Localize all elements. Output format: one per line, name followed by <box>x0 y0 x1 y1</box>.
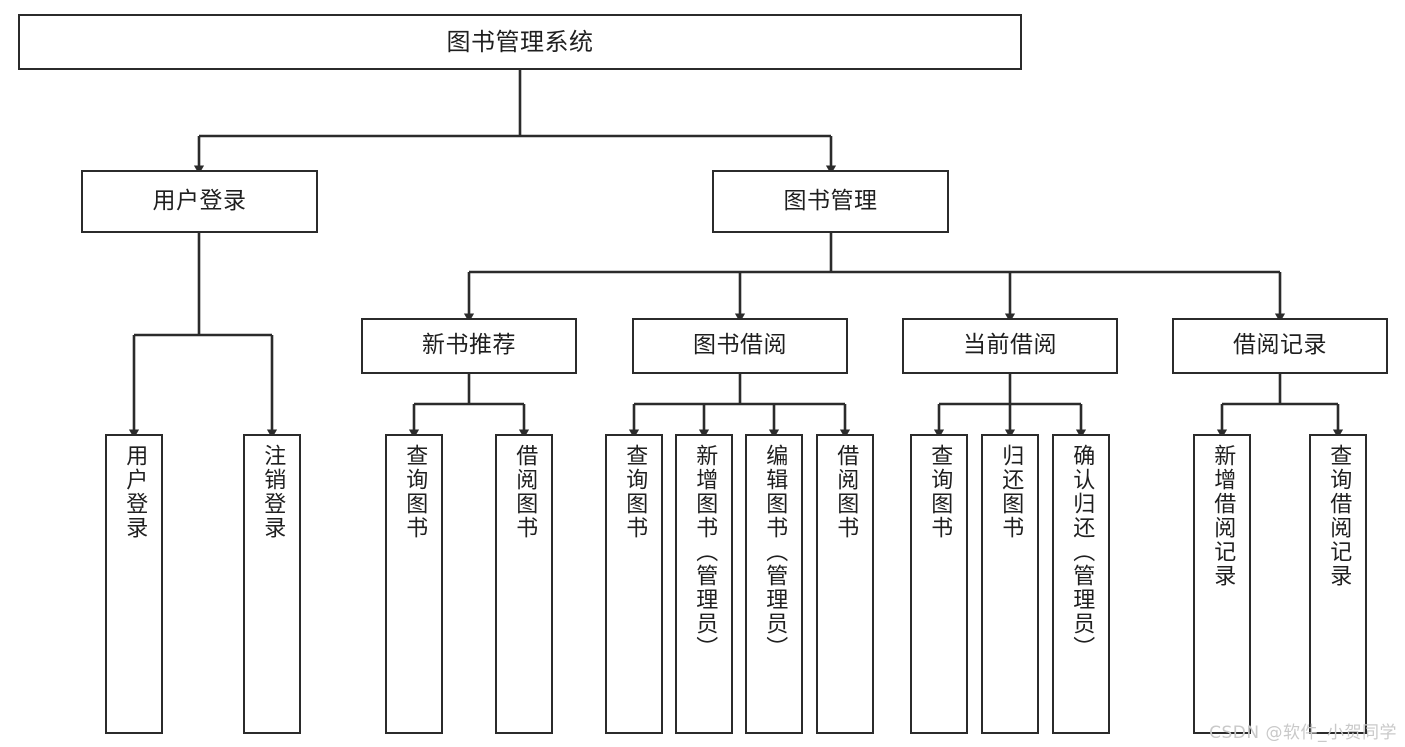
node-leaf-query-book-2-label: 查询图书 <box>622 444 648 540</box>
node-leaf-borrow-book-1[interactable]: 借阅图书 <box>495 434 553 734</box>
node-book-manage[interactable]: 图书管理 <box>712 170 949 233</box>
node-new-book-rec[interactable]: 新书推荐 <box>361 318 577 374</box>
node-book-borrow-label: 图书借阅 <box>693 332 787 359</box>
node-root-label: 图书管理系统 <box>446 27 594 56</box>
csdn-watermark: CSDN @软件_小贺同学 <box>1209 723 1397 743</box>
node-leaf-query-book-1-label: 查询图书 <box>402 444 428 540</box>
node-new-book-rec-label: 新书推荐 <box>422 332 516 359</box>
node-borrow-record[interactable]: 借阅记录 <box>1172 318 1388 374</box>
node-leaf-edit-book-label: 编辑图书（管理员） <box>762 444 788 660</box>
node-leaf-user-login[interactable]: 用户登录 <box>105 434 163 734</box>
node-book-borrow[interactable]: 图书借阅 <box>632 318 848 374</box>
node-current-borrow[interactable]: 当前借阅 <box>902 318 1118 374</box>
node-user-login-label: 用户登录 <box>152 187 247 214</box>
node-leaf-confirm-return-label: 确认归还（管理员） <box>1069 444 1095 660</box>
node-leaf-add-record-label: 新增借阅记录 <box>1210 444 1236 588</box>
node-leaf-add-book-label: 新增图书（管理员） <box>692 444 718 660</box>
node-leaf-return-book-label: 归还图书 <box>998 444 1024 540</box>
node-leaf-query-record[interactable]: 查询借阅记录 <box>1309 434 1367 734</box>
node-leaf-return-book[interactable]: 归还图书 <box>981 434 1039 734</box>
node-leaf-query-book-2[interactable]: 查询图书 <box>605 434 663 734</box>
node-book-manage-label: 图书管理 <box>783 187 878 214</box>
node-leaf-borrow-book-2-label: 借阅图书 <box>833 444 859 540</box>
node-leaf-query-record-label: 查询借阅记录 <box>1326 444 1352 588</box>
node-leaf-query-book-1[interactable]: 查询图书 <box>385 434 443 734</box>
node-leaf-user-logout[interactable]: 注销登录 <box>243 434 301 734</box>
node-leaf-add-book[interactable]: 新增图书（管理员） <box>675 434 733 734</box>
node-leaf-add-record[interactable]: 新增借阅记录 <box>1193 434 1251 734</box>
node-leaf-confirm-return[interactable]: 确认归还（管理员） <box>1052 434 1110 734</box>
node-leaf-borrow-book-1-label: 借阅图书 <box>512 444 538 540</box>
node-leaf-user-login-label: 用户登录 <box>122 444 148 540</box>
node-leaf-borrow-book-2[interactable]: 借阅图书 <box>816 434 874 734</box>
node-borrow-record-label: 借阅记录 <box>1233 332 1327 359</box>
node-root[interactable]: 图书管理系统 <box>18 14 1022 70</box>
node-leaf-query-book-3[interactable]: 查询图书 <box>910 434 968 734</box>
node-leaf-edit-book[interactable]: 编辑图书（管理员） <box>745 434 803 734</box>
node-leaf-query-book-3-label: 查询图书 <box>927 444 953 540</box>
node-leaf-user-logout-label: 注销登录 <box>260 444 286 540</box>
node-user-login[interactable]: 用户登录 <box>81 170 318 233</box>
node-current-borrow-label: 当前借阅 <box>963 332 1057 359</box>
